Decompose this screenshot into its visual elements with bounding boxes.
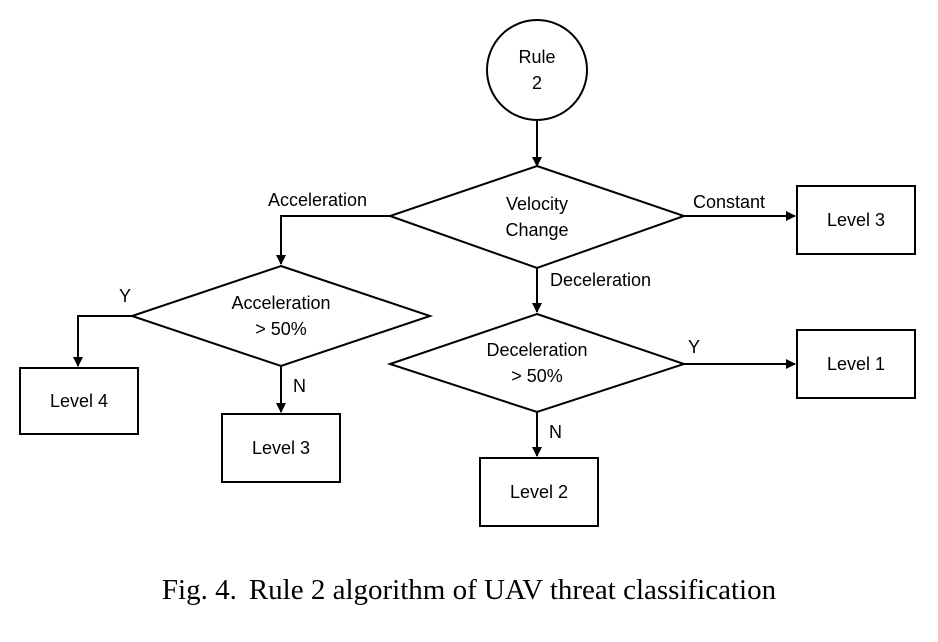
deceleration-check-line1: Deceleration (486, 340, 587, 360)
figure-caption: Fig. 4. Rule 2 algorithm of UAV threat cl… (0, 574, 938, 607)
acceleration-check-diamond (128, 264, 434, 368)
figure-number: Fig. 4. (161, 574, 237, 606)
edge-label-deceleration-yes: Y (688, 337, 700, 357)
rule-start-circle (486, 19, 588, 121)
edge-acceleration-yes (73, 315, 132, 367)
rule-label-line1: Rule (518, 47, 555, 67)
acceleration-check-line2: > 50% (255, 319, 307, 339)
level3-mid-label: Level 3 (252, 438, 310, 458)
rule-label-line2: 2 (532, 73, 542, 93)
level4-box (19, 367, 139, 435)
deceleration-check-diamond (386, 312, 688, 414)
level2-label: Level 2 (510, 482, 568, 502)
level2-box (479, 457, 599, 527)
edge-label-acceleration-yes: Y (119, 286, 131, 306)
edge-acceleration (276, 215, 390, 265)
deceleration-check-line2: > 50% (511, 366, 563, 386)
velocity-change-diamond (386, 164, 688, 270)
edge-label-acceleration-no: N (293, 376, 306, 396)
edge-label-constant: Constant (693, 192, 765, 212)
level3-mid-box (221, 413, 341, 483)
figure-caption-text: Rule 2 algorithm of UAV threat classific… (248, 574, 777, 606)
acceleration-check-line1: Acceleration (231, 293, 330, 313)
level4-label: Level 4 (50, 391, 108, 411)
velocity-change-line1: Velocity (506, 194, 568, 214)
level3-right-label: Level 3 (827, 210, 885, 230)
edge-label-acceleration: Acceleration (268, 190, 367, 210)
level1-box (796, 329, 916, 399)
level1-label: Level 1 (827, 354, 885, 374)
edge-label-deceleration-no: N (549, 422, 562, 442)
edge-label-deceleration: Deceleration (550, 270, 651, 290)
velocity-change-line2: Change (505, 220, 568, 240)
level3-right-box (796, 185, 916, 255)
